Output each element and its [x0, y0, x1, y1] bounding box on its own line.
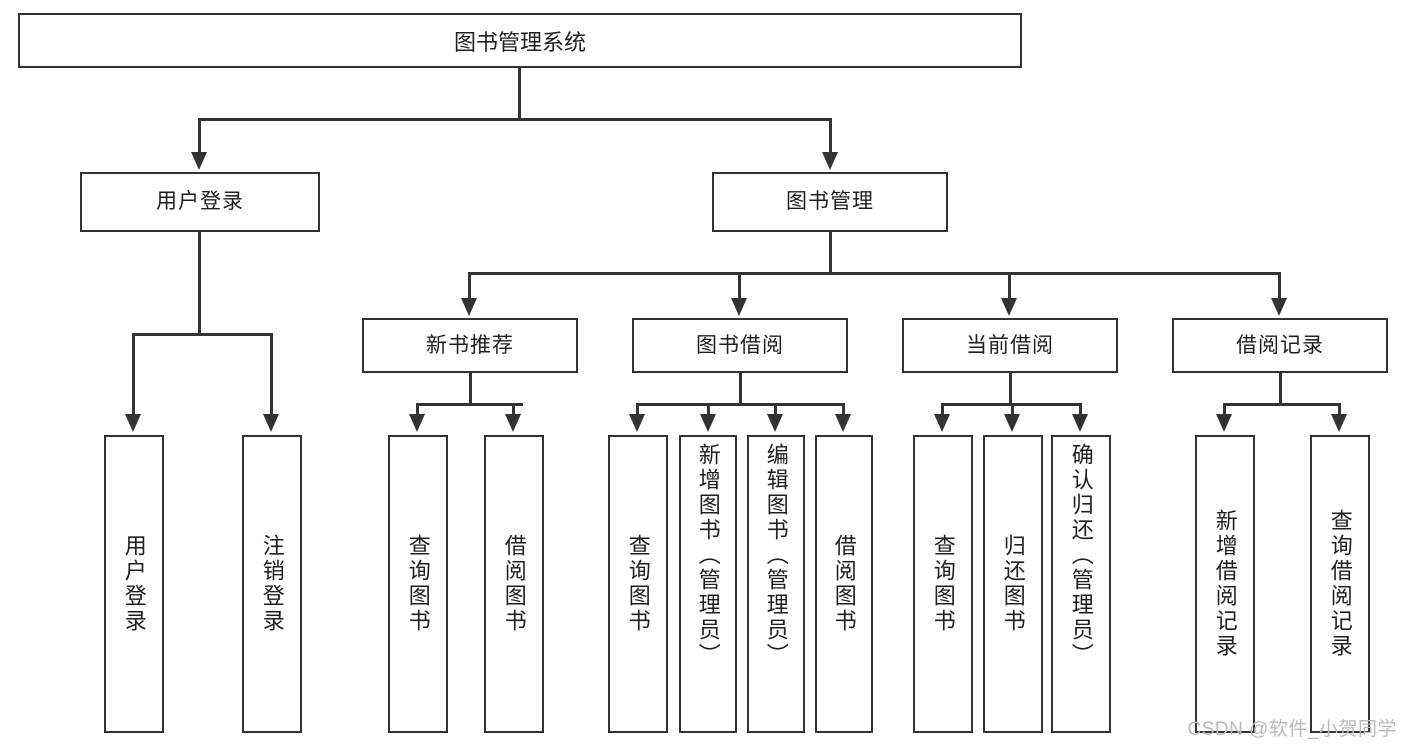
- edge-records-to-leaf2: [1338, 403, 1341, 417]
- edge-newbooks-to-leaf2: [512, 403, 515, 417]
- arrow-root-to-login: [191, 152, 207, 170]
- arrow-current-to-leaf2: [1004, 414, 1020, 432]
- arrow-bookmgmt-to-current: [1001, 298, 1017, 316]
- node-root-system[interactable]: 图书管理系统: [18, 13, 1022, 68]
- leaf-label: 新增借阅记录: [1212, 509, 1238, 659]
- leaf-label: 归还图书: [1000, 534, 1026, 634]
- node-borrow-records[interactable]: 借阅记录: [1172, 318, 1388, 373]
- edge-borrow-trunk: [739, 373, 742, 405]
- leaf-label: 查询图书: [405, 534, 431, 634]
- leaf-label: 借阅图书: [501, 534, 527, 634]
- node-user-login[interactable]: 用户登录: [80, 172, 320, 232]
- edge-current-to-leaf2: [1011, 403, 1014, 417]
- leaf-label: 借阅图书: [831, 534, 857, 634]
- watermark: CSDN @软件_小贺同学: [1187, 719, 1397, 740]
- arrow-newbooks-to-leaf2: [505, 414, 521, 432]
- arrow-borrow-to-leaf2: [700, 414, 716, 432]
- arrow-root-to-bookmgmt: [822, 152, 838, 170]
- arrow-newbooks-to-leaf1: [409, 414, 425, 432]
- edge-records-to-leaf1: [1223, 403, 1226, 417]
- leaf-label: 编辑图书（管理员）: [763, 443, 789, 668]
- arrow-login-to-leaf1: [125, 414, 141, 432]
- arrow-current-to-leaf1: [934, 414, 950, 432]
- leaf-edit-book-admin[interactable]: 编辑图书（管理员）: [747, 435, 805, 733]
- node-label: 新书推荐: [426, 333, 514, 357]
- leaf-query-books-newbooks[interactable]: 查询图书: [388, 435, 448, 733]
- node-label: 图书管理系统: [453, 29, 586, 55]
- edge-newbooks-bus: [416, 403, 523, 406]
- node-book-borrow[interactable]: 图书借阅: [632, 318, 848, 373]
- edge-borrow-to-leaf1: [636, 403, 639, 417]
- arrow-borrow-to-leaf3: [767, 414, 783, 432]
- arrow-login-to-leaf2: [263, 414, 279, 432]
- leaf-user-login[interactable]: 用户登录: [104, 435, 164, 733]
- edge-newbooks-trunk: [469, 373, 472, 405]
- node-current-borrow[interactable]: 当前借阅: [902, 318, 1118, 373]
- edge-root-trunk: [518, 68, 521, 120]
- edge-current-to-leaf3: [1079, 403, 1082, 417]
- edge-bookmgmt-to-newbooks: [468, 272, 471, 300]
- leaf-borrow-books-newbooks[interactable]: 借阅图书: [484, 435, 544, 733]
- edge-root-to-bookmgmt: [829, 118, 832, 154]
- leaf-label: 用户登录: [121, 534, 147, 634]
- arrow-bookmgmt-to-borrow: [731, 298, 747, 316]
- leaf-query-borrow-record[interactable]: 查询借阅记录: [1310, 435, 1370, 733]
- edge-current-to-leaf1: [941, 403, 944, 417]
- leaf-confirm-return-admin[interactable]: 确认归还（管理员）: [1051, 435, 1111, 733]
- leaf-borrow-books-borrow[interactable]: 借阅图书: [815, 435, 873, 733]
- edge-borrow-to-leaf4: [842, 403, 845, 417]
- edge-bookmgmt-to-borrow: [738, 272, 741, 300]
- arrow-records-to-leaf2: [1331, 414, 1347, 432]
- edge-bookmgmt-to-current: [1008, 272, 1011, 300]
- edge-bookmgmt-bus: [468, 272, 1280, 275]
- edge-login-trunk: [198, 232, 201, 336]
- leaf-label: 查询图书: [625, 534, 651, 634]
- edge-login-bus: [132, 333, 272, 336]
- arrow-borrow-to-leaf4: [835, 414, 851, 432]
- arrow-current-to-leaf3: [1072, 414, 1088, 432]
- edge-borrow-to-leaf3: [774, 403, 777, 417]
- node-book-management[interactable]: 图书管理: [712, 172, 948, 232]
- node-label: 图书管理: [786, 190, 874, 214]
- edge-records-trunk: [1279, 373, 1282, 405]
- node-label: 当前借阅: [966, 333, 1054, 357]
- edge-records-bus: [1223, 403, 1341, 406]
- edge-borrow-to-leaf2: [707, 403, 710, 417]
- leaf-logout[interactable]: 注销登录: [242, 435, 302, 733]
- edge-login-to-leaf1: [132, 333, 135, 415]
- arrow-bookmgmt-to-newbooks: [461, 298, 477, 316]
- edge-login-to-leaf2: [270, 333, 273, 415]
- edge-bookmgmt-trunk: [829, 232, 832, 274]
- edge-root-bus: [198, 118, 832, 121]
- leaf-label: 确认归还（管理员）: [1068, 443, 1094, 668]
- node-label: 用户登录: [156, 190, 244, 214]
- node-new-book-recommend[interactable]: 新书推荐: [362, 318, 578, 373]
- node-label: 借阅记录: [1236, 333, 1324, 357]
- leaf-return-books[interactable]: 归还图书: [983, 435, 1043, 733]
- leaf-label: 新增图书（管理员）: [695, 443, 721, 668]
- edge-bookmgmt-to-records: [1278, 272, 1281, 300]
- node-label: 图书借阅: [696, 333, 784, 357]
- leaf-add-book-admin[interactable]: 新增图书（管理员）: [679, 435, 737, 733]
- arrow-records-to-leaf1: [1216, 414, 1232, 432]
- leaf-label: 查询借阅记录: [1327, 509, 1353, 659]
- leaf-label: 注销登录: [259, 534, 285, 634]
- leaf-add-borrow-record[interactable]: 新增借阅记录: [1195, 435, 1255, 733]
- edge-current-trunk: [1009, 373, 1012, 405]
- leaf-query-books-borrow[interactable]: 查询图书: [608, 435, 668, 733]
- arrow-borrow-to-leaf1: [629, 414, 645, 432]
- edge-newbooks-to-leaf1: [416, 403, 419, 417]
- leaf-query-books-current[interactable]: 查询图书: [913, 435, 973, 733]
- edge-borrow-bus: [636, 403, 845, 406]
- arrow-bookmgmt-to-records: [1271, 298, 1287, 316]
- leaf-label: 查询图书: [930, 534, 956, 634]
- edge-root-to-login: [198, 118, 201, 154]
